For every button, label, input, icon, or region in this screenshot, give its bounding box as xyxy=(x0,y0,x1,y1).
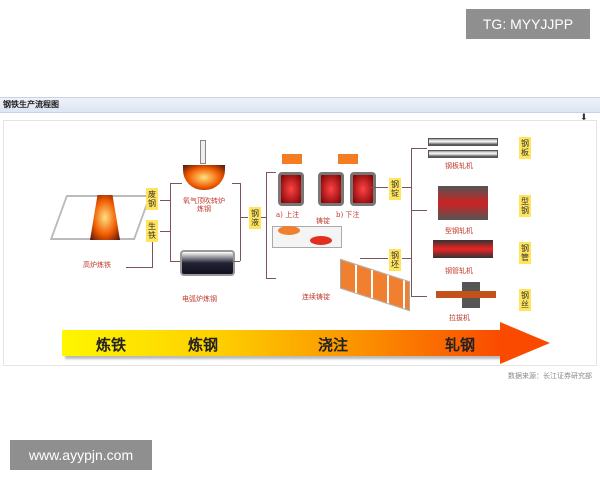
watermark-top: TG: MYYJJPP xyxy=(466,9,590,39)
panel-title: 钢铁生产流程图 xyxy=(0,97,600,113)
tag-section: 型钢 xyxy=(519,195,531,217)
stage-ironmaking: 炼铁 xyxy=(96,336,127,354)
eaf-graphic xyxy=(180,250,235,276)
label-blast-furnace: 高炉炼铁 xyxy=(83,261,111,269)
stage-steelmaking: 炼钢 xyxy=(188,336,219,354)
label-section-mill: 型钢轧机 xyxy=(445,227,473,235)
section-mill-graphic xyxy=(438,186,488,220)
tag-ingot: 钢锭 xyxy=(389,178,401,200)
label-ingot-casting: 铸锭 xyxy=(316,217,330,225)
mold-top-pour xyxy=(278,172,304,206)
tag-molten-steel: 钢液 xyxy=(249,207,261,229)
label-continuous-casting: 连续铸锭 xyxy=(302,293,330,301)
mold-bottom-pour-2 xyxy=(350,172,376,206)
tube-mill-graphic xyxy=(433,240,493,258)
tag-billet: 钢坯 xyxy=(389,249,401,271)
plate-mill-graphic xyxy=(428,138,498,146)
diagram-frame xyxy=(3,120,597,366)
label-top-pour: a) 上注 xyxy=(276,211,300,219)
label-eaf: 电弧炉炼钢 xyxy=(182,295,217,303)
tag-scrap: 废钢 xyxy=(146,188,158,210)
label-plate-mill: 钢板轧机 xyxy=(445,162,473,170)
mold-bottom-pour-1 xyxy=(318,172,344,206)
label-bottom-pour: b) 下注 xyxy=(336,211,360,219)
tag-tube: 钢管 xyxy=(519,242,531,264)
watermark-bottom: www.ayypjn.com xyxy=(10,440,152,470)
tag-plate: 钢板 xyxy=(519,137,531,159)
label-tube-mill: 钢管轧机 xyxy=(445,267,473,275)
process-arrow-head xyxy=(500,322,550,364)
drawing-machine-graphic xyxy=(436,291,496,298)
label-bof: 氧气顶吹转炉炼钢 xyxy=(183,197,225,213)
source-note: 数据来源：长江证券研究部 xyxy=(508,372,592,380)
tag-pig-iron: 生铁 xyxy=(146,220,158,242)
process-arrow xyxy=(62,330,502,356)
download-icon[interactable]: ⬇ xyxy=(580,113,588,123)
stage-rolling: 轧钢 xyxy=(445,336,476,354)
stage-casting: 浇注 xyxy=(318,336,349,354)
label-drawing-machine: 拉拔机 xyxy=(449,314,470,322)
tag-wire: 钢丝 xyxy=(519,289,531,311)
